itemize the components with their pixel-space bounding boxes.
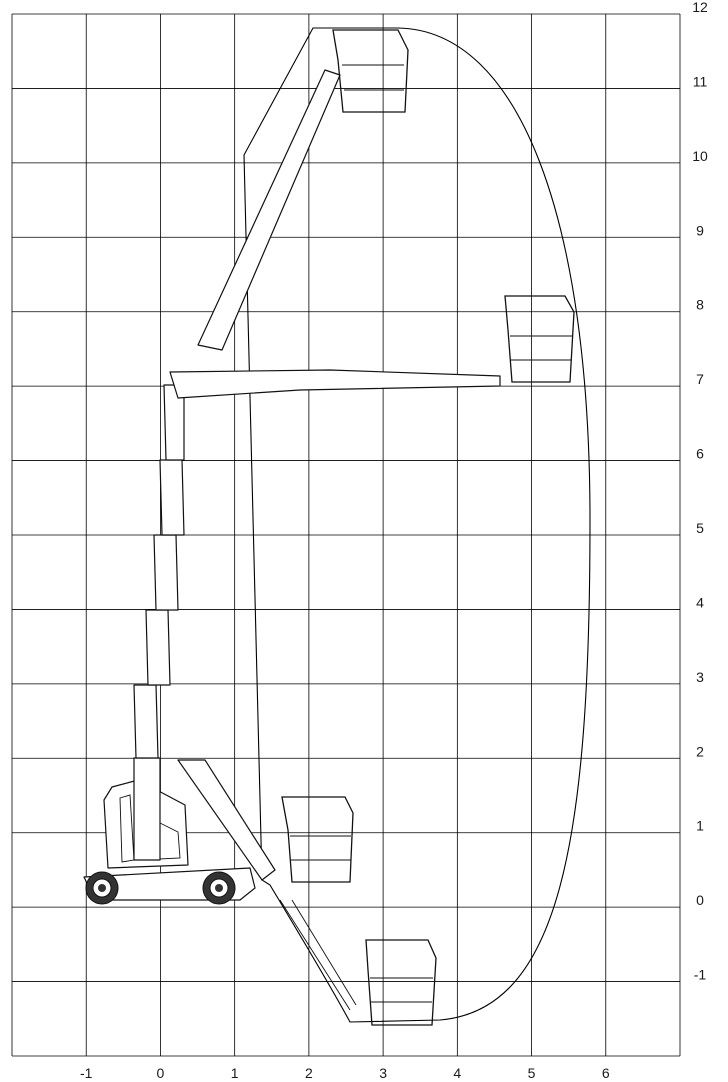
upper-boom-lowered — [279, 899, 357, 1011]
y-tick-label: 7 — [696, 371, 704, 387]
mast-section — [133, 684, 159, 759]
x-axis-labels: -1 0 1 2 3 4 5 6 — [80, 1065, 610, 1081]
front-wheel — [202, 871, 236, 905]
y-tick-label: -1 — [694, 967, 707, 983]
x-tick-label: -1 — [80, 1065, 93, 1081]
y-tick-label: 8 — [696, 297, 704, 313]
y-tick-label: 3 — [696, 669, 704, 685]
rear-wheel — [85, 871, 119, 905]
x-tick-label: 1 — [231, 1065, 239, 1081]
x-tick-label: 6 — [602, 1065, 610, 1081]
y-tick-label: 4 — [696, 594, 704, 610]
x-tick-label: 5 — [528, 1065, 536, 1081]
lower-jib — [177, 759, 276, 881]
x-tick-label: 4 — [453, 1065, 461, 1081]
mast-section — [145, 609, 171, 686]
x-tick-label: 3 — [379, 1065, 387, 1081]
y-tick-label: 11 — [693, 73, 708, 89]
basket-top — [332, 29, 409, 113]
basket-ground — [281, 796, 354, 883]
mast-section — [153, 534, 179, 611]
mast-section — [159, 459, 185, 536]
grid — [11, 13, 681, 1057]
y-tick-label: 0 — [696, 892, 704, 908]
mast-section — [133, 757, 161, 861]
y-tick-label: 2 — [696, 743, 704, 759]
x-tick-label: 2 — [305, 1065, 313, 1081]
lift-machine — [83, 69, 501, 1011]
y-tick-label: 12 — [692, 0, 708, 15]
y-tick-label: 9 — [696, 222, 704, 238]
y-tick-label: 1 — [696, 818, 704, 834]
basket-below — [365, 939, 437, 1026]
y-tick-label: 10 — [692, 148, 708, 164]
upper-boom-horizontal — [169, 369, 501, 399]
y-tick-label: 5 — [696, 520, 704, 536]
upper-boom-raised — [197, 69, 341, 351]
basket-right — [504, 295, 575, 383]
y-tick-label: 6 — [696, 446, 704, 462]
working-envelope — [243, 27, 591, 1023]
x-tick-label: 0 — [157, 1065, 165, 1081]
